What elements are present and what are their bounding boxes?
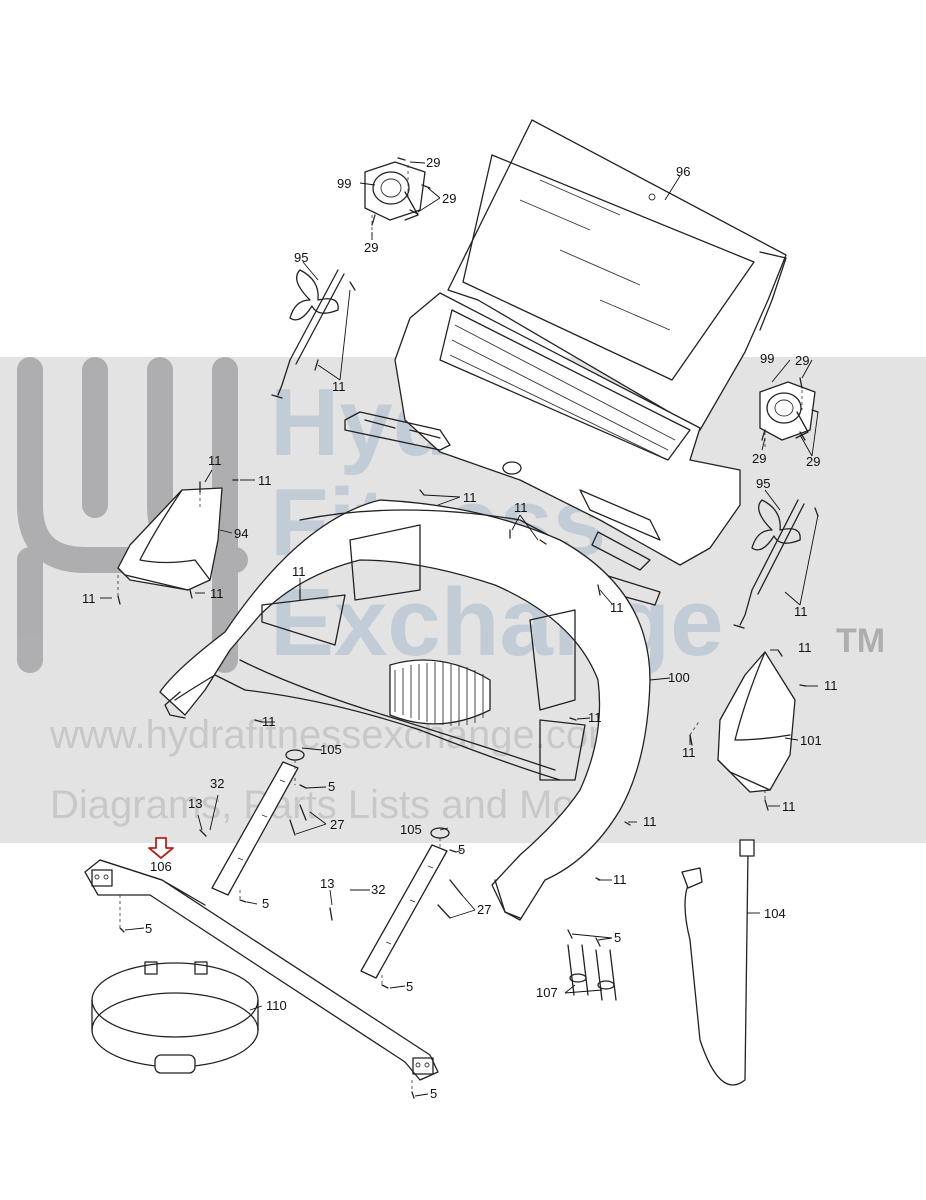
label-32-left: 32 [210,776,224,791]
label-110: 110 [266,998,287,1013]
label-106: 106 [150,859,172,874]
label-11-frame-h: 11 [613,872,627,887]
label-11-fan-right: 11 [794,604,808,619]
shroud-101 [717,651,796,793]
label-11-fan-left: 11 [332,379,346,394]
speaker-99-top [364,161,426,221]
fan-95-left [271,269,345,399]
label-11-shroud-right-c: 11 [682,745,696,760]
label-11-shroud-d: 11 [82,591,96,606]
label-29-top-a: 29 [426,155,440,170]
label-95-right: 95 [756,476,770,491]
console-display-96 [447,119,787,431]
label-99-top: 99 [337,176,351,191]
frame-100 [159,499,651,921]
label-11-shroud-right-a: 11 [798,640,812,655]
speaker-99-right [759,381,816,441]
label-29-right-c: 29 [806,454,820,469]
console-housing [344,292,741,606]
label-5-base-a: 5 [262,896,269,911]
label-11-frame-c: 11 [292,564,306,579]
label-5-upright-left: 5 [328,779,335,794]
label-5-base-b: 5 [145,921,152,936]
watermark-url: www.hydrafitnessexchange.com [49,713,621,757]
label-11-frame-b: 11 [514,500,528,515]
label-5-clips: 5 [614,930,621,945]
label-104: 104 [764,906,786,921]
parts [84,119,819,1099]
label-29-top-c: 29 [364,240,378,255]
shroud-94 [117,487,223,591]
leaders [100,161,819,1097]
label-11-frame-a: 11 [463,490,477,505]
label-11-frame-e: 11 [262,714,276,729]
label-94: 94 [234,526,248,541]
label-5-base-c: 5 [406,979,413,994]
label-13-right: 13 [320,876,334,891]
label-27-left: 27 [330,817,344,832]
label-29-top-b: 29 [442,191,456,206]
upright-left [211,749,305,896]
label-13-left: 13 [188,796,202,811]
label-5-base-d: 5 [430,1086,437,1101]
chest-strap-110 [91,961,259,1074]
highlight-arrow-106 [148,837,174,859]
label-100: 100 [668,670,690,685]
label-11-shroud-right-b: 11 [824,678,838,693]
label-105-left: 105 [320,742,342,757]
label-32-right: 32 [371,882,385,897]
base-106 [84,859,439,1081]
label-11-shroud-a: 11 [208,453,222,468]
label-11-shroud-b: 11 [258,473,272,488]
label-101: 101 [800,733,822,748]
label-95-left: 95 [294,250,308,265]
label-11-shroud-right-d: 11 [782,799,796,814]
label-27-right: 27 [477,902,491,917]
callout-labels: 96 99 29 29 29 95 11 99 29 29 29 11 11 9… [82,155,838,1101]
label-29-right-a: 29 [795,353,809,368]
label-11-frame-f: 11 [588,710,602,725]
watermark-tagline: Diagrams, Parts Lists and More [50,783,610,827]
watermark-trademark: TM [836,622,885,660]
cable-104 [681,839,755,1086]
label-99-right: 99 [760,351,774,366]
upright-right [360,827,450,979]
screws [117,157,819,1099]
fan-95-right [733,499,805,629]
label-11-frame-g: 11 [643,814,657,829]
label-29-right-b: 29 [752,451,766,466]
label-11-frame-d: 11 [610,600,624,615]
label-11-shroud-c: 11 [210,586,224,601]
label-107: 107 [536,985,558,1000]
label-96: 96 [676,164,690,179]
label-105-right: 105 [400,822,422,837]
label-5-upright-right: 5 [458,842,465,857]
